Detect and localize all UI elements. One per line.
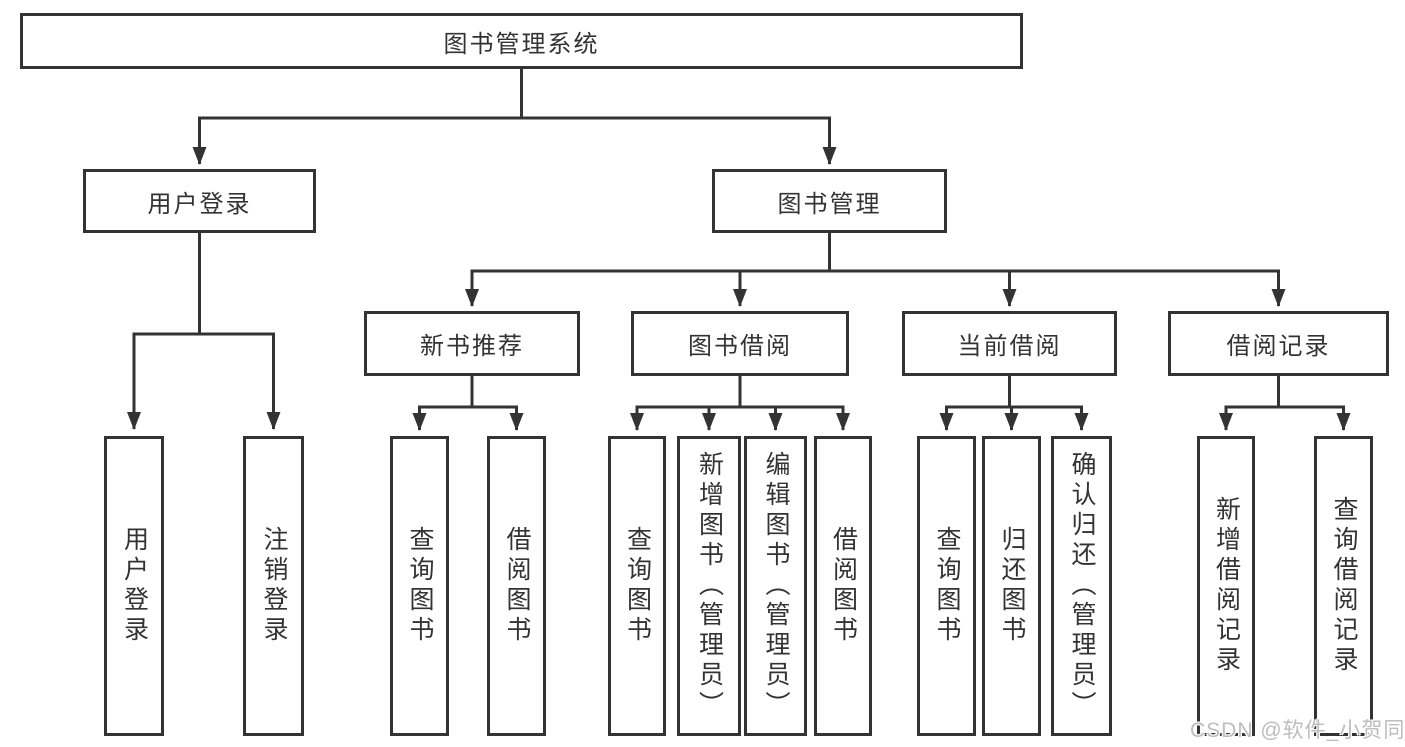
node-book-borrow-label: 图书借阅 xyxy=(688,333,792,360)
leaf-borrow-edit-books-admin-label: 编辑图书（管理员） xyxy=(762,451,790,721)
node-new-book-recommend-label: 新书推荐 xyxy=(420,333,524,360)
node-book-borrow: 图书借阅 xyxy=(631,311,849,376)
leaf-recommend-borrow-books-label: 借阅图书 xyxy=(503,526,531,646)
leaf-current-confirm-return-admin-label: 确认归还（管理员） xyxy=(1068,451,1096,721)
node-root-label: 图书管理系统 xyxy=(443,30,600,58)
leaf-current-query-books: 查询图书 xyxy=(917,436,976,736)
leaf-current-return-books: 归还图书 xyxy=(982,436,1041,736)
leaf-current-query-books-label: 查询图书 xyxy=(933,526,961,646)
node-book-management-label: 图书管理 xyxy=(777,190,882,218)
leaf-records-query-record-label: 查询借阅记录 xyxy=(1330,496,1358,676)
leaf-borrow-borrow-books: 借阅图书 xyxy=(814,436,872,736)
leaf-records-add-record: 新增借阅记录 xyxy=(1197,436,1255,736)
node-user-login: 用户登录 xyxy=(83,169,316,233)
node-book-management: 图书管理 xyxy=(712,169,947,233)
node-borrow-records-label: 借阅记录 xyxy=(1226,333,1331,360)
leaf-logout: 注销登录 xyxy=(243,436,304,736)
node-current-borrow-label: 当前借阅 xyxy=(957,333,1062,360)
leaf-borrow-add-books-admin-label: 新增图书（管理员） xyxy=(695,451,724,721)
leaf-current-return-books-label: 归还图书 xyxy=(998,526,1026,646)
leaf-recommend-query-books-label: 查询图书 xyxy=(406,526,434,646)
node-user-login-label: 用户登录 xyxy=(147,190,252,218)
leaf-borrow-query-books-label: 查询图书 xyxy=(623,526,652,646)
leaf-records-query-record: 查询借阅记录 xyxy=(1314,436,1373,736)
leaf-current-confirm-return-admin: 确认归还（管理员） xyxy=(1051,436,1112,736)
leaf-recommend-borrow-books: 借阅图书 xyxy=(487,436,546,736)
node-current-borrow: 当前借阅 xyxy=(902,311,1117,376)
leaf-borrow-borrow-books-label: 借阅图书 xyxy=(829,526,858,646)
node-root: 图书管理系统 xyxy=(20,13,1023,69)
leaf-borrow-add-books-admin: 新增图书（管理员） xyxy=(677,436,741,736)
leaf-logout-label: 注销登录 xyxy=(260,526,288,646)
leaf-records-add-record-label: 新增借阅记录 xyxy=(1212,496,1241,676)
leaf-user-login-label: 用户登录 xyxy=(120,526,149,646)
leaf-borrow-query-books: 查询图书 xyxy=(608,436,666,736)
leaf-recommend-query-books: 查询图书 xyxy=(390,436,449,736)
node-borrow-records: 借阅记录 xyxy=(1168,311,1389,376)
csdn-watermark: CSDN @软件_小贺同学 xyxy=(1190,719,1405,742)
leaf-user-login: 用户登录 xyxy=(104,436,164,736)
leaf-borrow-edit-books-admin: 编辑图书（管理员） xyxy=(744,436,807,736)
node-new-book-recommend: 新书推荐 xyxy=(364,311,580,376)
